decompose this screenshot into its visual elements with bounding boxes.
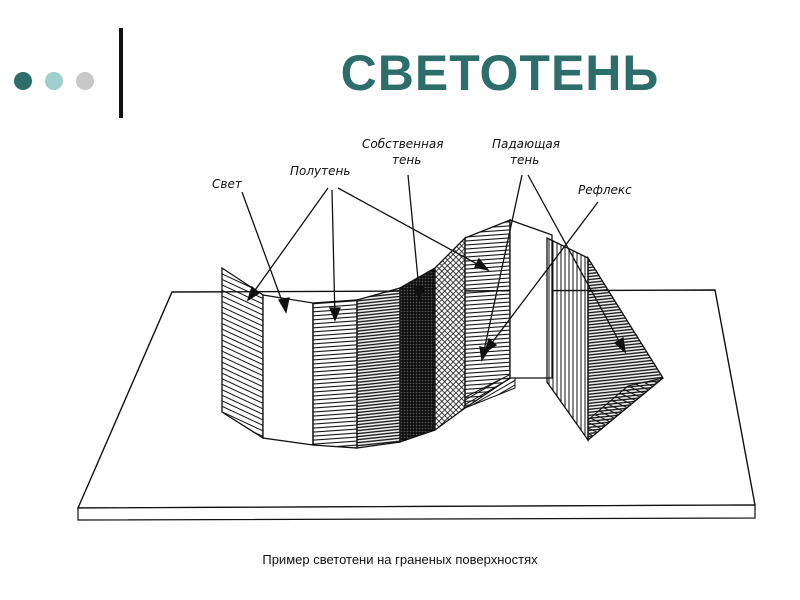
chiaroscuro-diagram: Свет Полутень Собственная тень Падающая …	[76, 137, 756, 521]
arrow-own-shadow	[412, 286, 425, 302]
figure-caption: Пример светотени на граненых поверхностя…	[262, 552, 538, 567]
label-svet: Свет	[212, 177, 243, 191]
leader-svet	[241, 191, 287, 313]
dot-light	[45, 72, 63, 90]
panel-shadow-grid	[434, 236, 466, 432]
leader-own-shadow	[407, 174, 421, 301]
decorative-dots	[14, 72, 104, 92]
panel-halftone-2	[356, 287, 401, 449]
leader-cast-shadow-2	[527, 174, 626, 353]
dot-gray	[76, 72, 94, 90]
dot-dark	[14, 72, 32, 90]
arrow-poluten-1	[246, 285, 261, 302]
label-reflex: Рефлекс	[578, 183, 632, 197]
panel-reflex-base	[587, 377, 664, 442]
leader-poluten-1	[247, 187, 329, 301]
label-own-shadow-1: Собственная	[362, 137, 443, 151]
arrow-poluten-3	[474, 257, 490, 272]
label-poluten: Полутень	[290, 164, 350, 178]
arrow-reflex	[483, 337, 498, 354]
base-plane-edge	[77, 504, 756, 521]
panel-light	[262, 294, 314, 446]
label-cast-shadow-2: тень	[510, 153, 539, 167]
panel-upper	[464, 219, 511, 410]
leader-reflex	[484, 201, 599, 353]
panel-halftone-1	[312, 299, 358, 449]
label-cast-shadow-1: Падающая	[492, 137, 560, 151]
leader-cast-shadow-1	[481, 174, 523, 361]
arrow-cast-shadow-2	[613, 336, 626, 354]
arrow-poluten-2	[329, 307, 341, 322]
leader-poluten-2	[331, 189, 336, 321]
title-divider	[119, 28, 123, 118]
panel-inner	[509, 219, 553, 379]
arrow-svet	[277, 297, 290, 314]
page-title: СВЕТОТЕНЬ	[340, 45, 660, 101]
label-own-shadow-2: тень	[392, 153, 421, 167]
